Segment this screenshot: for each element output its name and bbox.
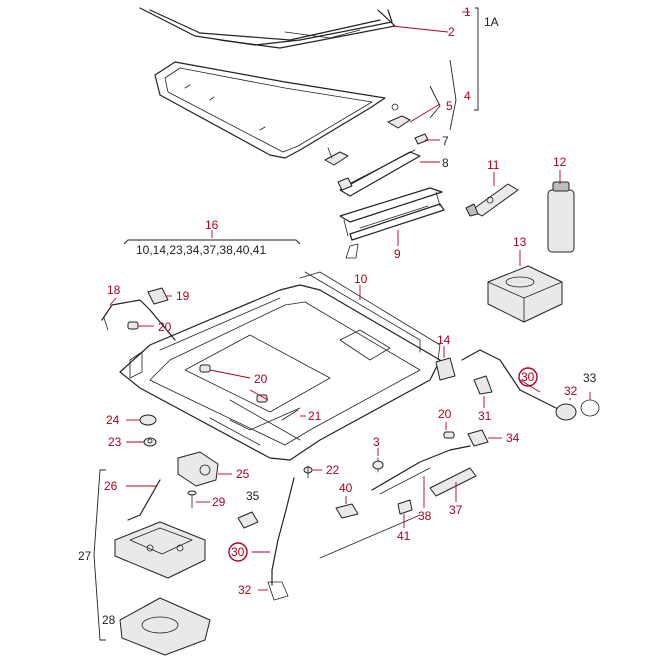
callout-35[interactable]: 35 [246, 489, 260, 503]
grommet-part-24 [139, 414, 157, 426]
callout-20-a[interactable]: 20 [158, 320, 172, 334]
rail-part-37 [429, 467, 477, 497]
clip-part-19 [147, 287, 169, 305]
callout-33[interactable]: 33 [583, 371, 597, 385]
group-bracket-27 [93, 469, 106, 641]
callout-7[interactable]: 7 [442, 134, 449, 148]
callout-1[interactable]: 1 [464, 5, 471, 19]
allen-key-part-26 [127, 479, 161, 521]
screw-part-29 [187, 490, 197, 509]
callout-21[interactable]: 21 [308, 409, 322, 423]
clip-part-20-c [443, 431, 455, 439]
cable-part-38 [371, 445, 471, 495]
callout-2[interactable]: 2 [448, 25, 455, 39]
callout-25[interactable]: 25 [236, 467, 250, 481]
clip-part-35 [237, 511, 259, 529]
callout-9[interactable]: 9 [394, 247, 401, 261]
callout-24[interactable]: 24 [106, 413, 120, 427]
grease-tube-part-11 [465, 183, 519, 217]
part-40 [335, 503, 359, 519]
bracket-part-34 [467, 429, 489, 447]
callout-20-b[interactable]: 20 [254, 372, 268, 386]
callout-5[interactable]: 5 [446, 99, 453, 113]
callout-18[interactable]: 18 [107, 283, 121, 297]
bracket-part-5 [324, 103, 411, 166]
callout-32-a[interactable]: 32 [238, 583, 252, 597]
callout-27[interactable]: 27 [78, 549, 92, 563]
connector-part-14 [435, 357, 456, 381]
callout-23[interactable]: 23 [108, 435, 122, 449]
callout-30-a[interactable]: 30 [231, 545, 245, 559]
callout-37[interactable]: 37 [449, 503, 463, 517]
motor-part-25 [177, 451, 219, 487]
callout-26[interactable]: 26 [104, 479, 118, 493]
clip-part-20-b [199, 364, 268, 403]
bottle-part-12 [547, 181, 575, 253]
callout-labels: 1 1A 2 4 5 7 8 9 10 11 12 13 14 16 10,14… [78, 5, 597, 627]
callout-19[interactable]: 19 [176, 289, 190, 303]
callout-8[interactable]: 8 [442, 156, 449, 170]
callout-34[interactable]: 34 [506, 431, 520, 445]
callout-4[interactable]: 4 [464, 89, 471, 103]
clamp-part-31 [473, 375, 493, 395]
callout-1A[interactable]: 1A [484, 15, 499, 29]
main-frame-part-10 [119, 271, 441, 461]
cable-part-21 [229, 407, 301, 431]
bracket-part-27 [114, 521, 206, 579]
drain-hose-part-18 [101, 299, 176, 341]
callout-10[interactable]: 10 [354, 272, 368, 286]
clip-part-20-a [127, 321, 139, 330]
group-bracket-16 [123, 239, 301, 245]
grommet-part-32 [555, 403, 577, 421]
callout-29[interactable]: 29 [212, 495, 226, 509]
callout-31[interactable]: 31 [478, 409, 492, 423]
callout-11[interactable]: 11 [487, 158, 500, 172]
callout-30-b[interactable]: 30 [521, 370, 535, 384]
callout-40[interactable]: 40 [339, 481, 353, 495]
group-bracket-1-1A [474, 7, 479, 111]
callout-14[interactable]: 14 [437, 333, 451, 347]
callout-13[interactable]: 13 [513, 235, 527, 249]
callout-30-b-ring [518, 367, 538, 387]
glass-panel-part [139, 7, 396, 49]
group-bracket-4 [449, 59, 457, 131]
drain-hose-part-30-front [267, 477, 295, 601]
group-bracket-5 [429, 85, 441, 119]
screw-part-3 [372, 457, 384, 473]
callout-20-c[interactable]: 20 [438, 407, 452, 421]
drain-hose-part-30-rear [461, 349, 561, 411]
callout-28[interactable]: 28 [102, 613, 116, 627]
callout-32-b[interactable]: 32 [564, 384, 578, 398]
callout-38[interactable]: 38 [418, 509, 432, 523]
seal-frame-part [154, 61, 386, 159]
mount-part-28 [119, 597, 211, 656]
clip-part-33 [580, 399, 600, 417]
box-part-13 [487, 265, 563, 323]
deflector-part-9 [339, 187, 445, 259]
part-41 [397, 499, 413, 515]
callout-16-list: 10,14,23,34,37,38,40,41 [136, 243, 266, 257]
clip-part-7 [414, 133, 429, 145]
callout-3[interactable]: 3 [373, 435, 380, 449]
callout-22[interactable]: 22 [326, 463, 340, 477]
strip-part-8 [337, 149, 421, 197]
callout-12[interactable]: 12 [553, 155, 567, 169]
callout-30-a-ring [228, 542, 248, 562]
callout-41[interactable]: 41 [397, 529, 411, 543]
callout-16[interactable]: 16 [205, 218, 219, 232]
nut-part-23 [143, 437, 157, 447]
leader-lines [109, 11, 591, 591]
clip-part-22 [303, 465, 313, 479]
